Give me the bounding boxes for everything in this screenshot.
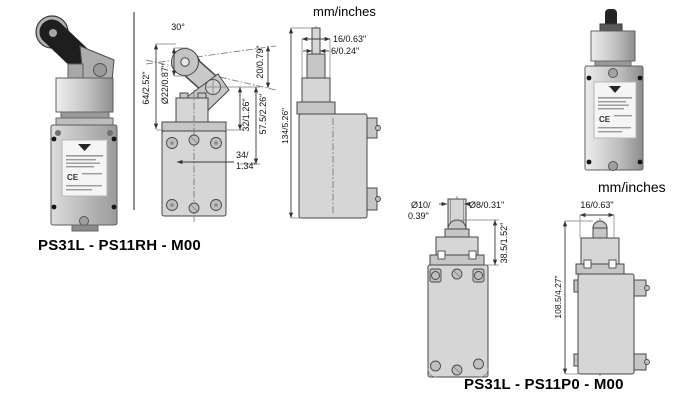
product-label-sticker: CE	[61, 139, 108, 197]
units-label-top: mm/inches	[313, 4, 376, 19]
head-outline	[175, 97, 209, 125]
dim-total-height: 134/5.26"	[281, 108, 290, 144]
switch-head	[590, 30, 636, 62]
body-outline	[427, 264, 489, 378]
dim-pivot-to-flange: 32/1.26"	[241, 98, 251, 131]
dim-head-width: 16/0.63"	[333, 34, 366, 44]
dimension-drawing-roller-lever-front: 30° 64/2.52" Ø22/0.87" 20/0.79"	[141, 22, 277, 222]
dim-head-width: 16/0.63"	[580, 200, 613, 210]
product-label-sticker: CE	[593, 81, 637, 139]
dimension-drawing-plunger-front: Ø10/ 0.39" Ø8/0.31" 38.5/1.52"	[408, 196, 509, 378]
dim-hole-spacing-1: 34/	[236, 150, 249, 160]
bottom-screw	[79, 216, 89, 226]
product-photo-plunger-switch: CE	[584, 9, 644, 171]
brand-logo	[78, 144, 91, 151]
model-label-plunger: PS31L - PS11P0 - M00	[464, 376, 624, 393]
dim-angle: 30°	[171, 22, 185, 32]
section-divider	[133, 12, 135, 210]
units-label-right: mm/inches	[598, 179, 666, 195]
switch-head	[55, 77, 114, 113]
dim-hole-spacing-2: 1.34"	[236, 161, 257, 171]
dim-lever-offset: 20/0.79"	[255, 45, 265, 78]
dim-pivot-to-hole: 57.5/2.26"	[258, 94, 268, 135]
brand-logo	[609, 86, 621, 93]
ce-mark: CE	[67, 173, 79, 182]
dim-head-height: 38.5/1.52"	[499, 223, 509, 264]
dim-pin-diameter: Ø8/0.31"	[469, 200, 504, 210]
dim-body-height: 108.5/4.27"	[553, 275, 563, 318]
plunger-dome	[592, 220, 608, 229]
bottom-screw	[608, 161, 618, 171]
model-label-roller-lever: PS31L - PS11RH - M00	[38, 237, 201, 254]
dim-plunger-outer-2: 0.39"	[408, 211, 429, 221]
product-photo-roller-lever-switch: CE	[35, 15, 118, 232]
dim-roller-diameter: Ø22/0.87"	[160, 64, 170, 104]
dim-plunger-diameter: 6/0.24"	[331, 46, 359, 56]
reference-axis-horizontal	[145, 45, 277, 65]
dim-plunger-outer-1: Ø10/	[411, 200, 431, 210]
dimension-drawing-roller-lever-side: 16/0.63" 6/0.24" 134/5.26"	[281, 26, 381, 219]
plunger-pin	[605, 9, 617, 27]
dimension-drawing-plunger-side: 16/0.63" 108.5/4.27"	[553, 200, 650, 376]
body-outline	[577, 273, 635, 375]
dim-lever-length: 64/2.52"	[141, 71, 151, 104]
ce-mark: CE	[599, 115, 611, 124]
plunger-dome	[447, 219, 467, 230]
